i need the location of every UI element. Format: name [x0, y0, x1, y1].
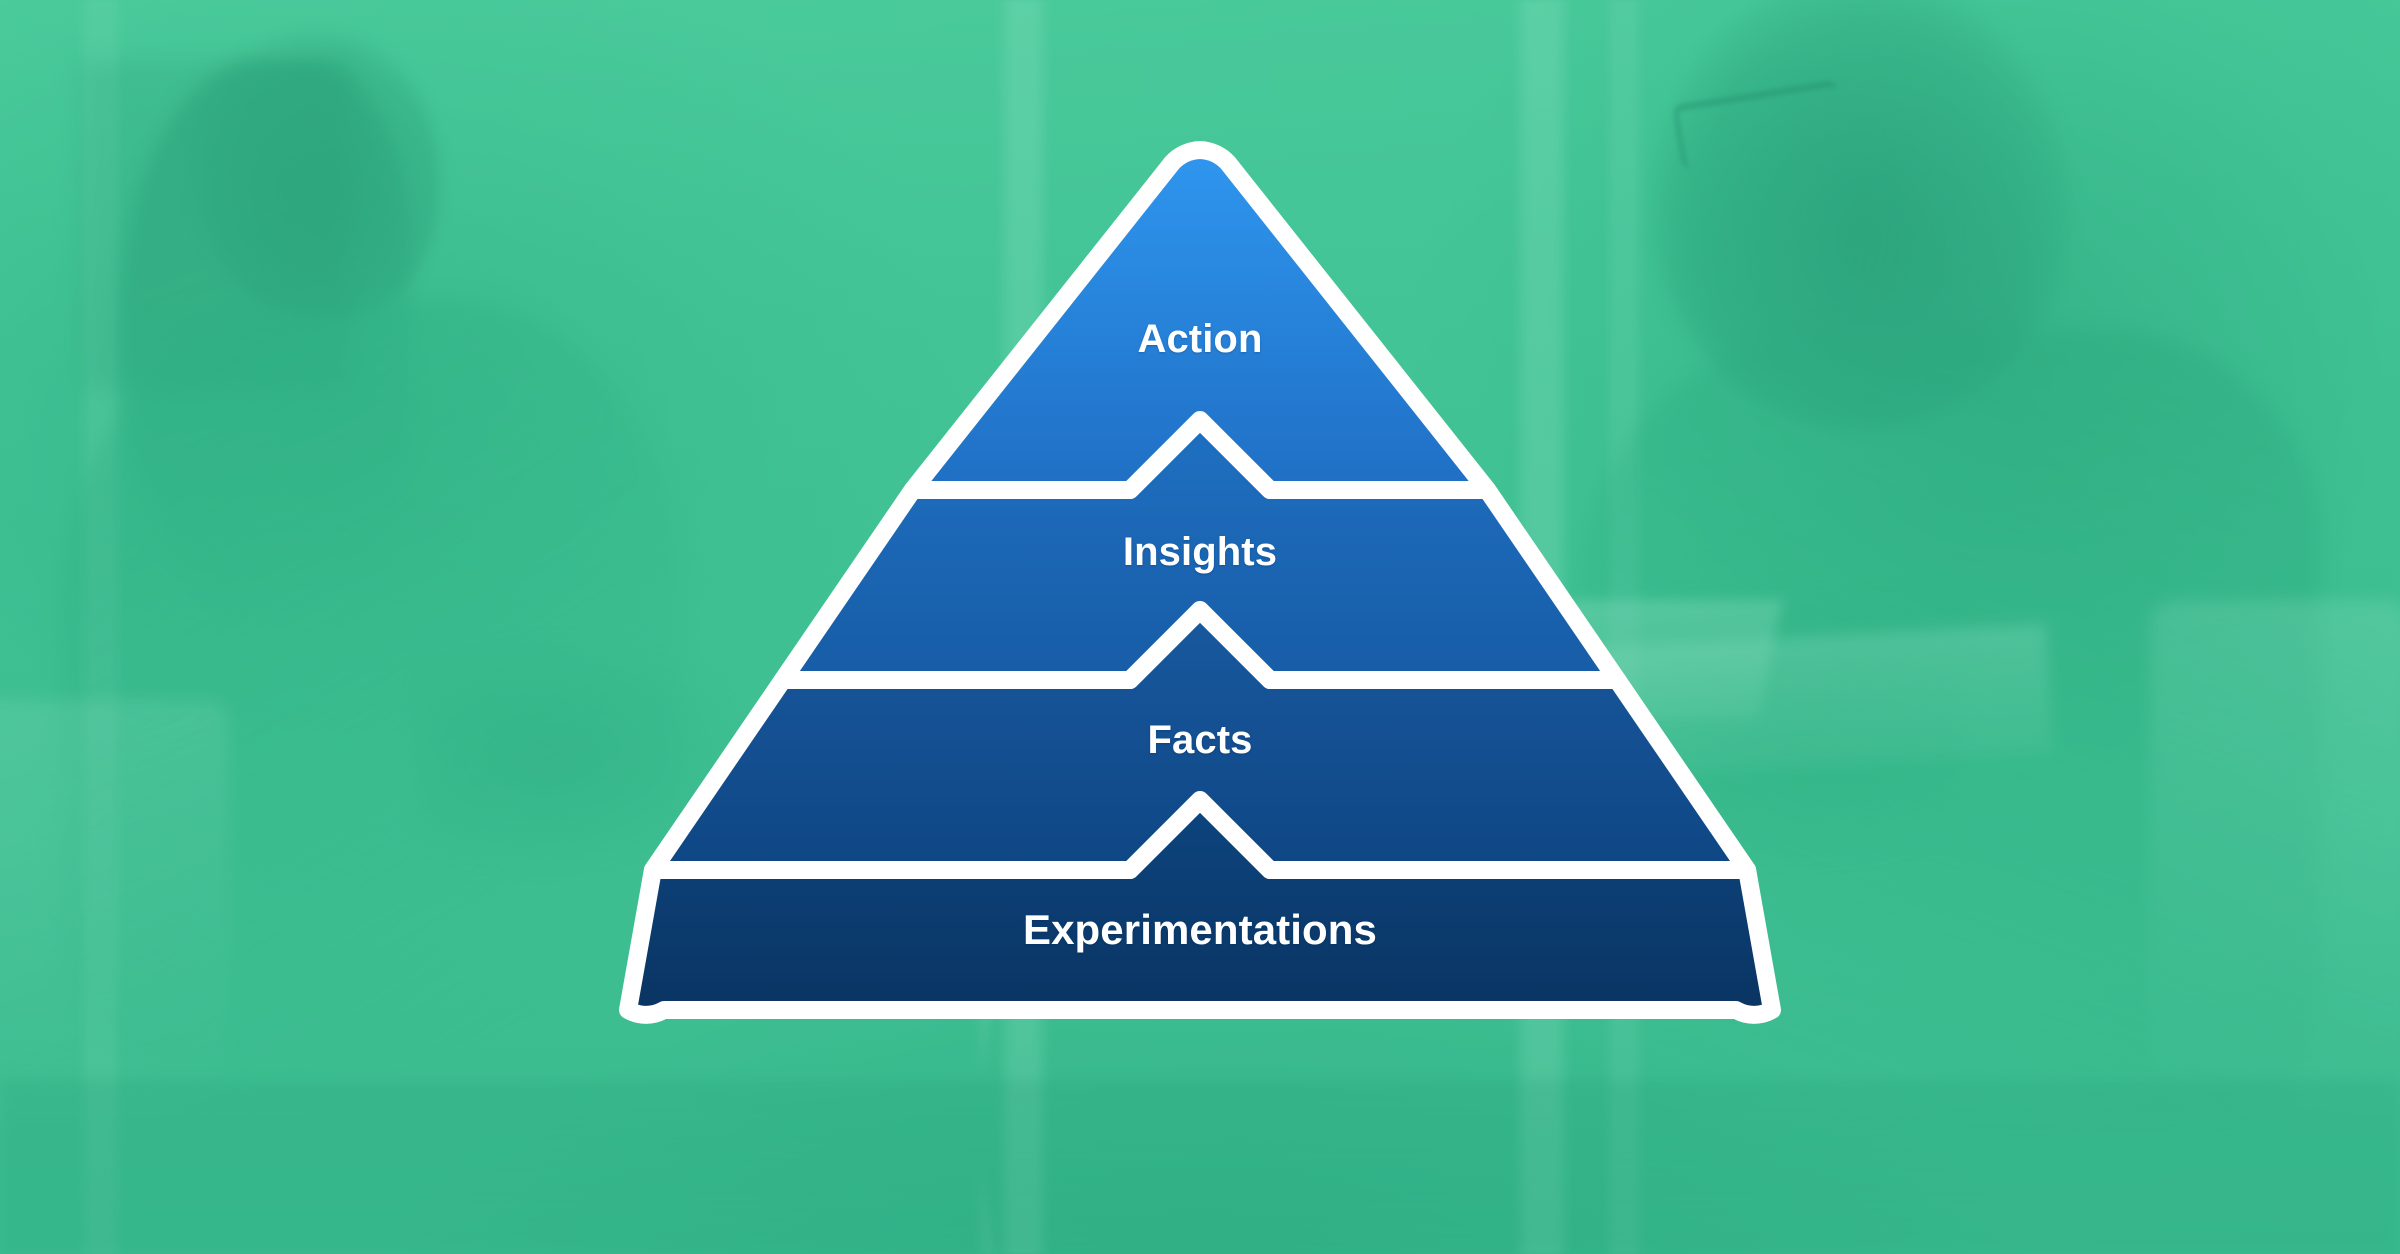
pyramid-label-action: Action — [1137, 317, 1263, 361]
pyramid-level-experimentations — [619, 791, 1781, 1024]
pyramid-label-experimentations: Experimentations — [1022, 906, 1378, 953]
pyramid-level-action — [903, 141, 1497, 499]
pyramid-label-facts: Facts — [1147, 718, 1253, 762]
pyramid-label-insights: Insights — [1122, 530, 1278, 574]
